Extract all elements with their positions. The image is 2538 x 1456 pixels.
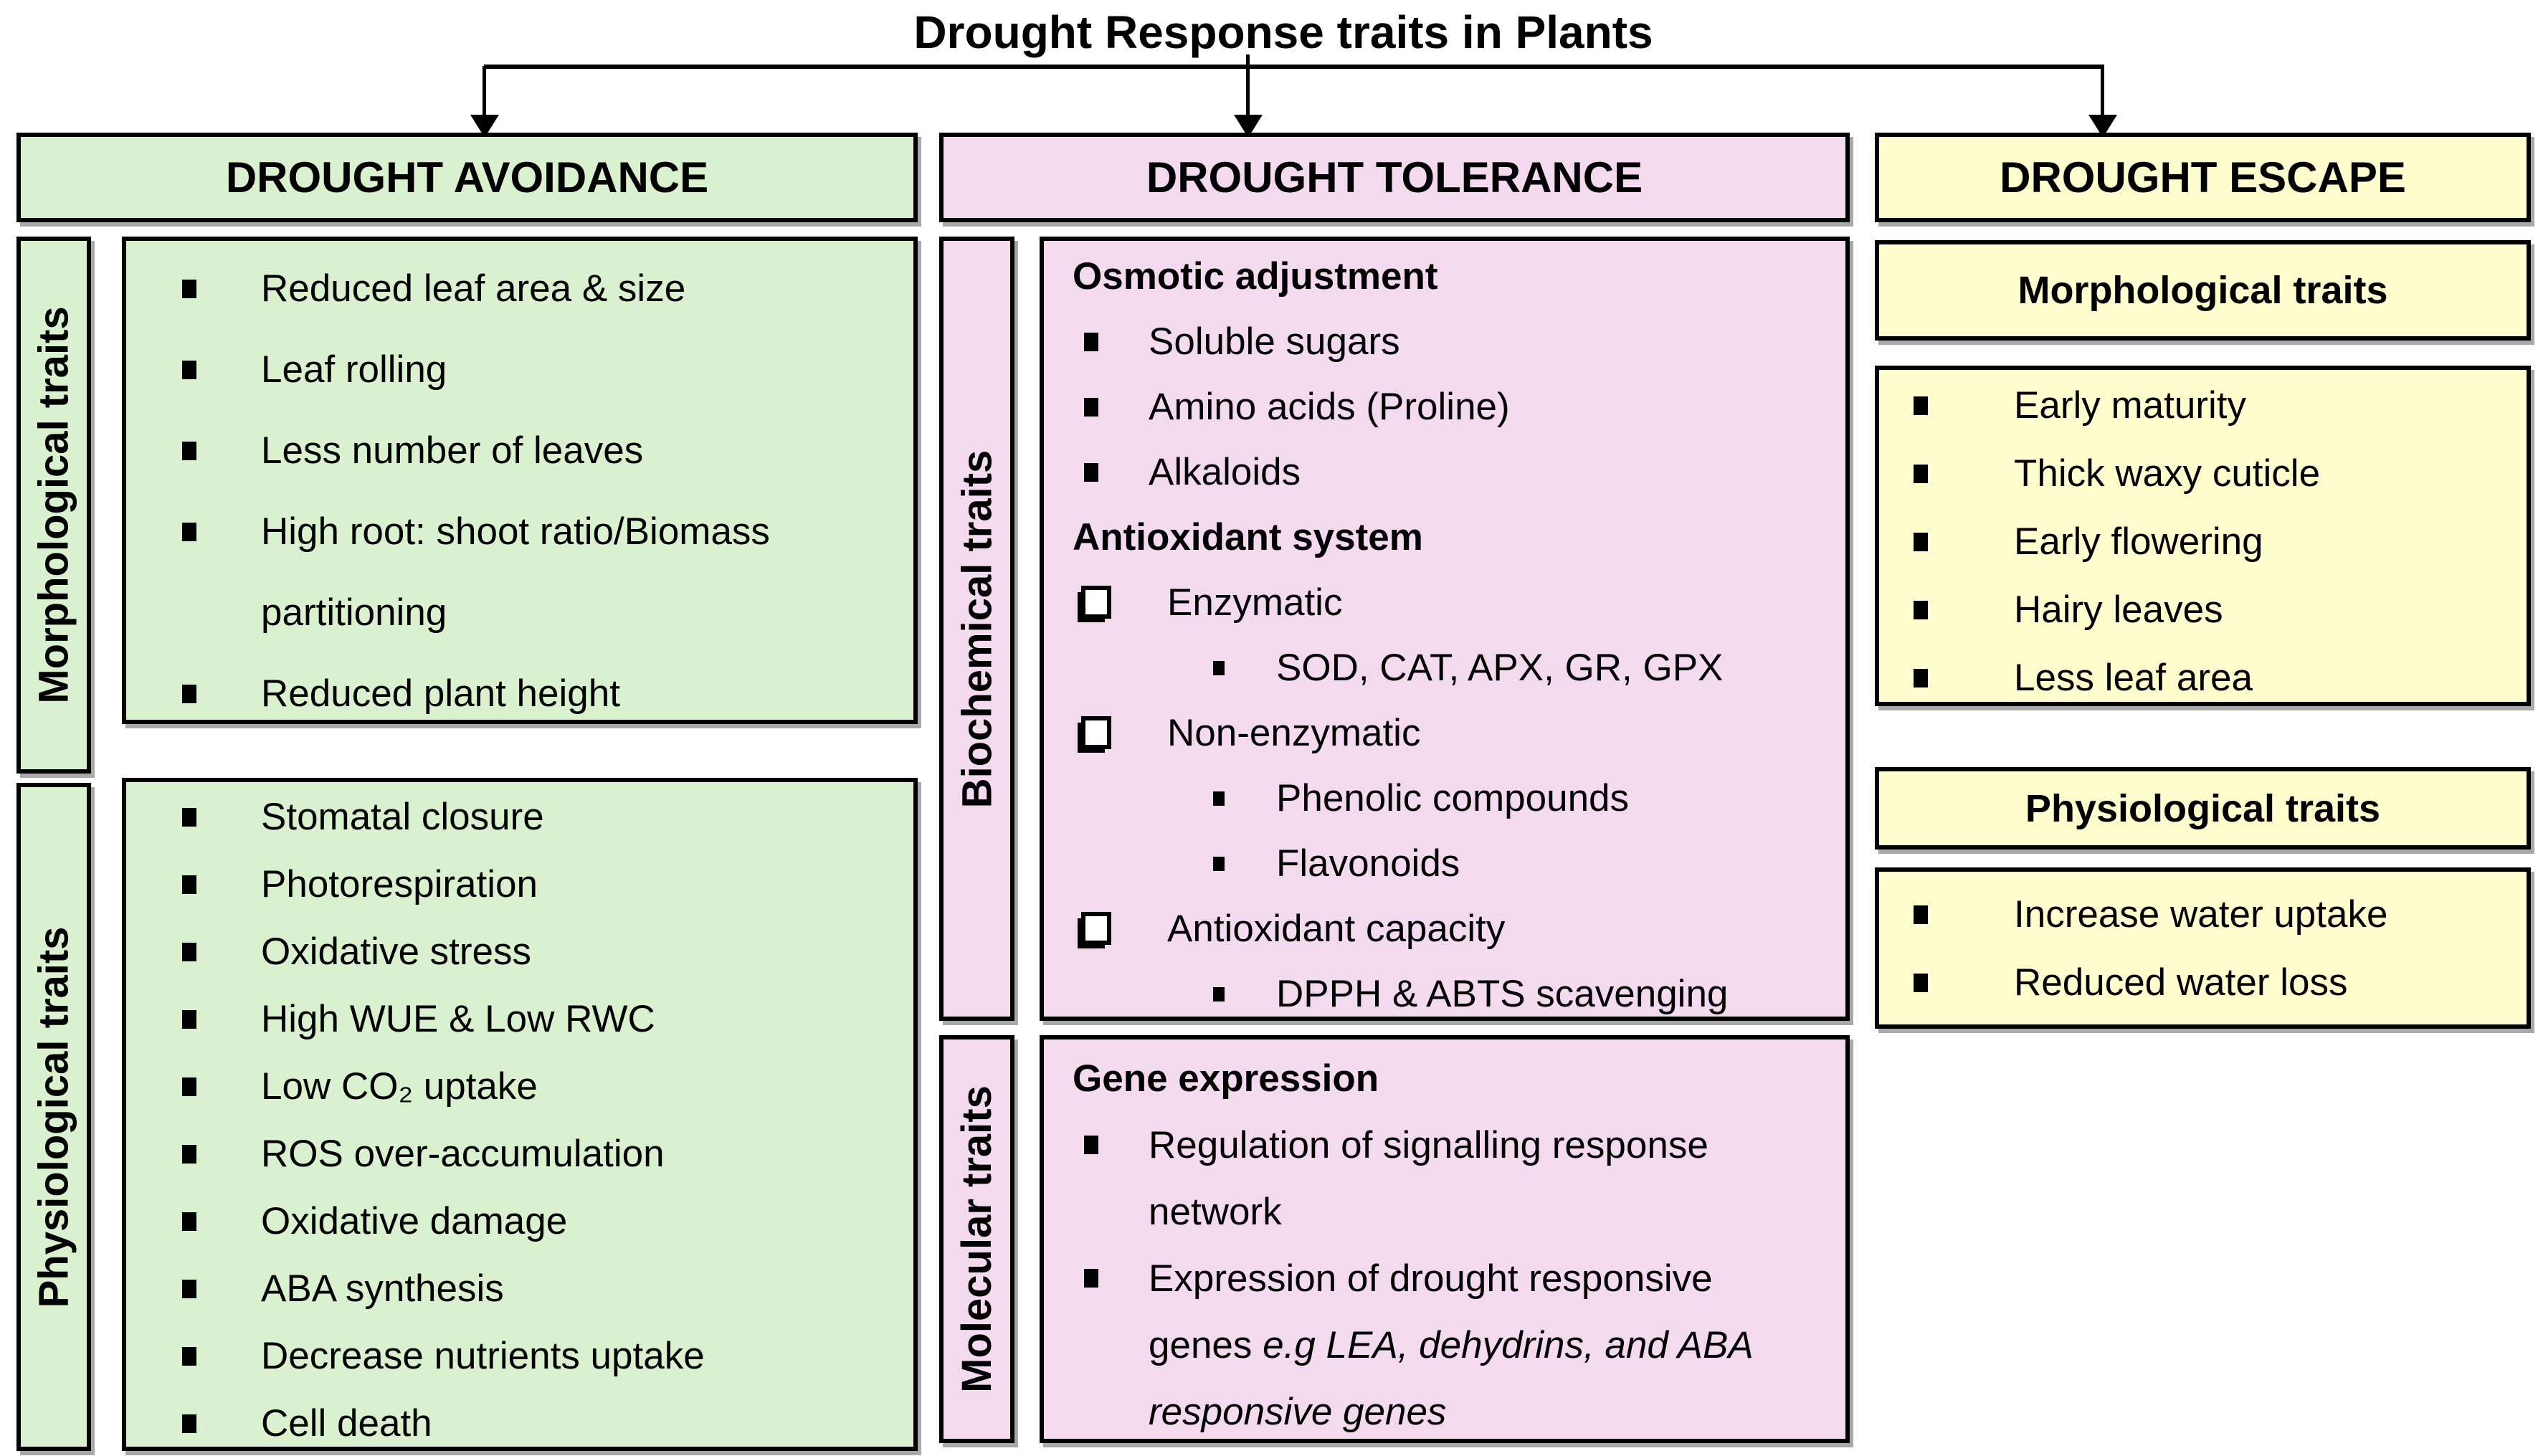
list-item: SOD, CAT, APX, GR, GPX <box>1044 635 1845 700</box>
list-item: Decrease nutrients uptake <box>126 1323 913 1390</box>
square-bullet-icon <box>1914 601 1928 619</box>
list-item: Alkaloids <box>1044 439 1845 505</box>
square-bullet-icon <box>1084 1269 1098 1288</box>
square-bullet-icon <box>1914 465 1928 483</box>
header-drought-tolerance: DROUGHT TOLERANCE <box>939 133 1850 222</box>
section-heading: Antioxidant system <box>1073 516 1423 558</box>
square-bullet-icon <box>182 875 196 894</box>
connector-horizontal-line <box>484 65 2104 69</box>
list-item: Increase water uptake <box>1879 880 2527 948</box>
checkbox-square-icon <box>1081 586 1111 619</box>
square-bullet-icon <box>182 1010 196 1029</box>
list-item: Cell death <box>126 1390 913 1447</box>
escape-morphological-header: Morphological traits <box>1875 240 2531 341</box>
list-item: Soluble sugars <box>1044 309 1845 374</box>
connector-left-stem <box>483 66 486 118</box>
list-item: Photorespiration <box>126 851 913 918</box>
header-drought-escape: DROUGHT ESCAPE <box>1875 133 2531 222</box>
square-bullet-icon <box>182 685 196 703</box>
list-item: Oxidative damage <box>126 1188 913 1255</box>
avoidance-physiological-list: Stomatal closure Photorespiration Oxidat… <box>122 778 918 1451</box>
square-bullet-icon <box>182 943 196 961</box>
escape-morphological-list: Early maturity Thick waxy cuticle Early … <box>1875 366 2531 706</box>
vertical-label-biochemical-traits: Biochemical traits <box>939 237 1014 1021</box>
vertical-label-molecular-traits: Molecular traits <box>939 1035 1014 1443</box>
section-heading: Osmotic adjustment <box>1073 255 1438 298</box>
square-bullet-icon <box>182 1212 196 1231</box>
square-bullet-icon <box>1084 1136 1098 1154</box>
list-item: Less leaf area <box>1879 644 2527 702</box>
list-item: Early maturity <box>1879 371 2527 439</box>
list-item: High root: shoot ratio/Biomass partition… <box>126 491 913 653</box>
square-bullet-icon <box>182 1347 196 1366</box>
list-item: Oxidative stress <box>126 918 913 986</box>
connector-center-stem <box>1246 54 1250 118</box>
escape-physiological-list: Increase water uptake Reduced water loss <box>1875 867 2531 1029</box>
escape-physiological-header: Physiological traits <box>1875 767 2531 850</box>
list-item: High WUE & Low RWC <box>126 986 913 1053</box>
square-bullet-icon <box>1914 905 1928 924</box>
list-item: Thick waxy cuticle <box>1879 439 2527 508</box>
list-item: Stomatal closure <box>126 784 913 851</box>
vertical-label-morphological-traits: Morphological traits <box>16 237 91 774</box>
square-bullet-icon <box>1914 669 1928 687</box>
square-bullet-icon <box>1084 463 1098 482</box>
small-square-bullet-icon <box>1213 857 1225 871</box>
checkbox-square-icon <box>1081 912 1111 945</box>
small-square-bullet-icon <box>1213 987 1225 1001</box>
checkbox-square-icon <box>1081 716 1111 749</box>
square-bullet-icon <box>182 1280 196 1298</box>
list-item: Amino acids (Proline) <box>1044 374 1845 439</box>
small-square-bullet-icon <box>1213 661 1225 675</box>
small-square-bullet-icon <box>1213 791 1225 806</box>
vertical-label-physiological-traits: Physiological traits <box>16 783 91 1451</box>
square-bullet-icon <box>1084 333 1098 351</box>
list-item: Early flowering <box>1879 508 2527 576</box>
square-bullet-icon <box>182 361 196 379</box>
list-item: ROS over-accumulation <box>126 1120 913 1188</box>
square-bullet-icon <box>182 1077 196 1096</box>
square-bullet-icon <box>182 523 196 541</box>
list-item: Antioxidant capacity <box>1044 896 1845 961</box>
list-item: Leaf rolling <box>126 329 913 410</box>
item-text-normal: Expression of drought responsive genes <box>1149 1257 1713 1366</box>
tolerance-molecular-panel: Gene expression Regulation of signalling… <box>1040 1035 1850 1443</box>
square-bullet-icon <box>182 808 196 827</box>
list-item: Reduced water loss <box>1879 948 2527 1017</box>
list-item: Non-enzymatic <box>1044 700 1845 766</box>
avoidance-morphological-list: Reduced leaf area & size Leaf rolling Le… <box>122 237 918 724</box>
diagram-title: Drought Response traits in Plants <box>913 6 1653 58</box>
list-item: Reduced leaf area & size <box>126 248 913 329</box>
square-bullet-icon <box>182 442 196 460</box>
square-bullet-icon <box>182 1145 196 1164</box>
list-item: Hairy leaves <box>1879 576 2527 644</box>
list-item: ABA synthesis <box>126 1255 913 1323</box>
list-item: Enzymatic <box>1044 570 1845 635</box>
square-bullet-icon <box>1914 974 1928 992</box>
list-item: Phenolic compounds <box>1044 766 1845 831</box>
square-bullet-icon <box>182 280 196 298</box>
list-item: Expression of drought responsive genes e… <box>1044 1245 1845 1439</box>
list-item: Less number of leaves <box>126 410 913 491</box>
item-text-italic: e.g LEA, dehydrins, and ABA responsive g… <box>1149 1324 1752 1433</box>
square-bullet-icon <box>1914 396 1928 415</box>
list-item: Regulation of signalling response networ… <box>1044 1112 1845 1245</box>
list-item: Flavonoids <box>1044 831 1845 896</box>
section-heading: Gene expression <box>1073 1057 1379 1100</box>
header-drought-avoidance: DROUGHT AVOIDANCE <box>16 133 918 222</box>
list-item: Low CO₂ uptake <box>126 1053 913 1120</box>
list-item: DPPH & ABTS scavenging <box>1044 961 1845 1017</box>
square-bullet-icon <box>1914 533 1928 551</box>
square-bullet-icon <box>1084 398 1098 417</box>
list-item: Reduced plant height <box>126 653 913 720</box>
connector-right-stem <box>2101 66 2104 118</box>
square-bullet-icon <box>182 1414 196 1433</box>
tolerance-biochemical-panel: Osmotic adjustment Soluble sugars Amino … <box>1040 237 1850 1021</box>
